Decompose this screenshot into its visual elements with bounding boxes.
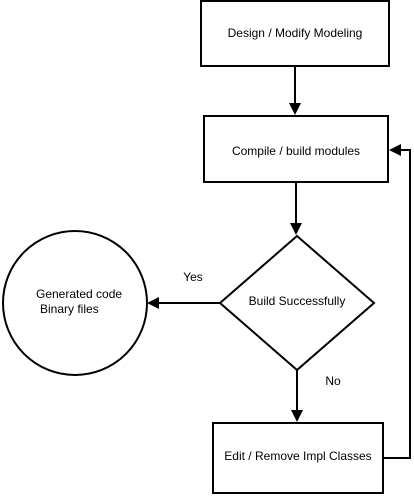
output-node-label-line1: Generated code [36, 287, 122, 301]
edge-no-to-edit: No [291, 370, 341, 422]
decision-node-label: Build Successfully [249, 294, 346, 308]
output-node-circle [2, 230, 148, 376]
design-modify-modeling-node: Design / Modify Modeling [200, 0, 390, 67]
build-successfully-decision-node: Build Successfully [218, 234, 376, 372]
edge-yes-arrowhead [147, 297, 159, 309]
edge-yes-to-output: Yes [147, 270, 220, 309]
design-node-box [200, 0, 390, 67]
edge-compile-to-decision [290, 182, 302, 235]
edit-remove-impl-classes-node: Edit / Remove Impl Classes [212, 422, 384, 494]
output-node-label-line2: Binary files [40, 302, 99, 316]
generated-code-output-node: Generated code Binary files [2, 230, 148, 376]
edit-node-label: Edit / Remove Impl Classes [224, 449, 371, 463]
edge-design-to-compile-arrowhead [289, 103, 301, 115]
design-node-label: Design / Modify Modeling [228, 26, 363, 40]
edge-design-to-compile [289, 67, 301, 115]
edge-no-label: No [325, 374, 341, 388]
compile-node-label: Compile / build modules [232, 144, 360, 158]
compile-build-modules-node: Compile / build modules [203, 115, 389, 183]
edge-yes-label: Yes [183, 270, 203, 284]
edge-edit-loop-to-compile [383, 144, 411, 459]
compile-node-box [203, 115, 389, 183]
edge-loop-arrowhead [389, 144, 401, 156]
edge-no-arrowhead [291, 410, 303, 422]
edge-compile-to-decision-arrowhead [290, 223, 302, 235]
edge-loop-line [383, 149, 411, 459]
